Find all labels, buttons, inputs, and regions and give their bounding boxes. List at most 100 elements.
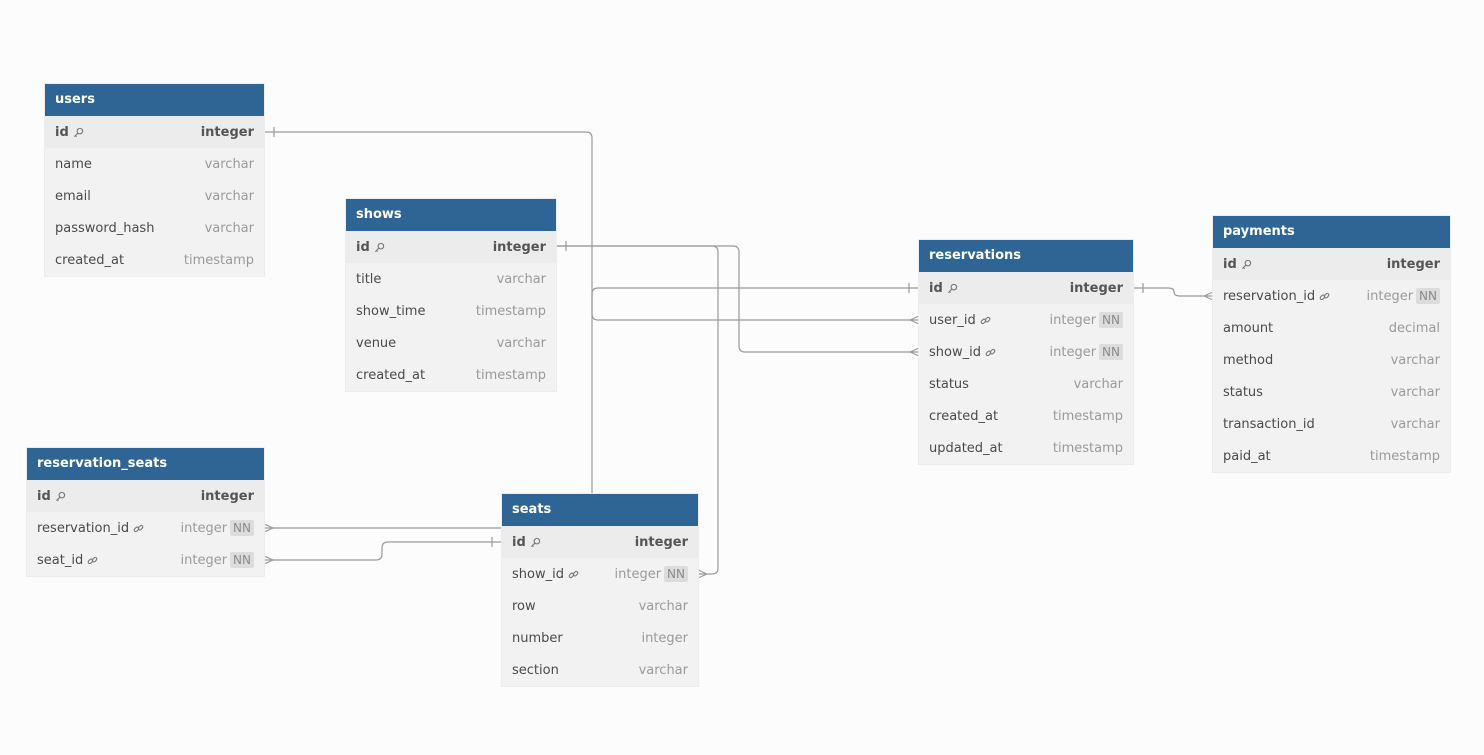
table-header[interactable]: reservations (919, 240, 1133, 272)
foreign-key-link-icon (133, 523, 144, 534)
field-name: reservation_id (1223, 289, 1330, 304)
field-type: integer (641, 630, 688, 646)
field-type: timestamp (475, 367, 546, 383)
field-row[interactable]: section varchar (502, 654, 698, 686)
field-type: timestamp (475, 303, 546, 319)
field-row[interactable]: id integer (346, 231, 556, 263)
field-name: number (512, 630, 563, 646)
field-type: integer (634, 534, 688, 550)
table-header[interactable]: shows (346, 199, 556, 231)
not-null-badge: NN (230, 520, 254, 536)
field-type: varchar (638, 598, 688, 614)
field-name: email (55, 188, 91, 204)
field-row[interactable]: id integer (502, 526, 698, 558)
field-type: varchar (204, 156, 254, 172)
primary-key-icon (1241, 259, 1252, 270)
foreign-key-link-icon (87, 555, 98, 566)
field-name: password_hash (55, 220, 155, 236)
field-type: varchar (638, 662, 688, 678)
field-type: decimal (1388, 320, 1440, 336)
many-marker (1203, 291, 1214, 301)
field-type: integer (200, 124, 254, 140)
foreign-key-link-icon (568, 569, 579, 580)
table-header[interactable]: users (45, 84, 264, 116)
table-header[interactable]: reservation_seats (27, 448, 264, 480)
field-type: varchar (204, 220, 254, 236)
field-row[interactable]: password_hash varchar (45, 212, 264, 244)
field-name: paid_at (1223, 448, 1271, 464)
field-type: varchar (496, 335, 546, 351)
field-name: id (356, 240, 385, 255)
field-type: integer (1069, 280, 1123, 296)
foreign-key-link-icon (985, 347, 996, 358)
foreign-key-link-icon (980, 315, 991, 326)
table-header[interactable]: payments (1213, 216, 1450, 248)
many-marker (909, 347, 920, 357)
table-header[interactable]: seats (502, 494, 698, 526)
field-row[interactable]: id integer (919, 272, 1133, 304)
field-name: created_at (55, 252, 125, 268)
field-type: timestamp (183, 252, 254, 268)
field-name: id (1223, 257, 1252, 272)
field-row[interactable]: created_at timestamp (45, 244, 264, 276)
field-name: id (37, 489, 66, 504)
not-null-badge: NN (230, 552, 254, 568)
foreign-key-link-icon (1319, 291, 1330, 302)
field-name: show_id (929, 345, 996, 360)
field-row[interactable]: show_time timestamp (346, 295, 556, 327)
field-row[interactable]: number integer (502, 622, 698, 654)
not-null-badge: NN (1099, 344, 1123, 360)
field-row[interactable]: venue varchar (346, 327, 556, 359)
field-name: section (512, 662, 559, 678)
relationship-line (264, 541, 502, 561)
field-name: transaction_id (1223, 416, 1315, 432)
field-name: show_time (356, 303, 426, 319)
many-marker (697, 569, 708, 579)
not-null-badge: NN (664, 566, 688, 582)
many-marker (263, 555, 274, 565)
field-name: venue (356, 335, 397, 351)
primary-key-icon (530, 537, 541, 548)
field-type: timestamp (1052, 408, 1123, 424)
primary-key-icon (374, 242, 385, 253)
field-row[interactable]: id integer (45, 116, 264, 148)
field-name: id (929, 281, 958, 296)
field-name: updated_at (929, 440, 1003, 456)
field-type: integer (492, 239, 546, 255)
field-name: id (55, 125, 84, 140)
field-name: id (512, 535, 541, 550)
field-name: method (1223, 352, 1274, 368)
